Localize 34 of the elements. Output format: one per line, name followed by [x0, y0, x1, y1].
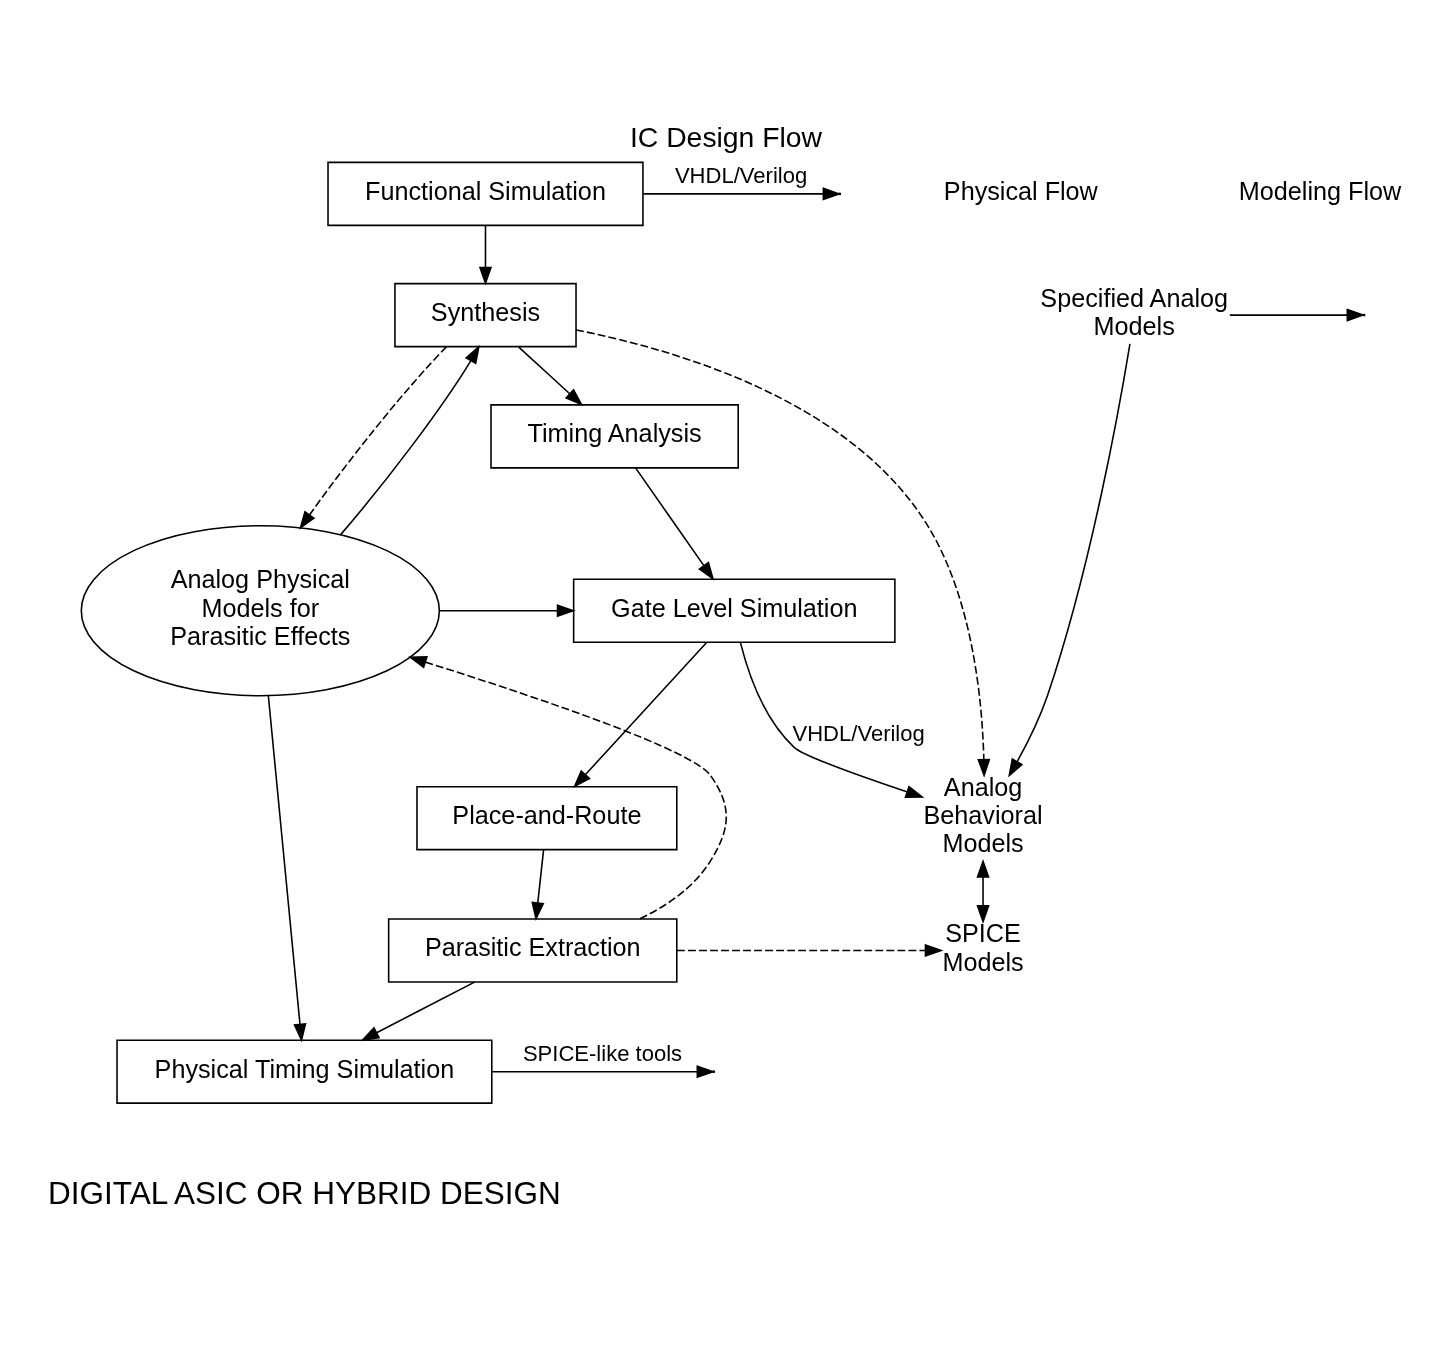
arrow	[634, 466, 715, 581]
label: Physical Flow	[943, 176, 1098, 205]
arrow	[575, 328, 991, 778]
arrow	[676, 943, 944, 957]
arrow	[573, 641, 708, 788]
node-box: Functional Simulation	[327, 161, 644, 226]
label: Modeling Flow	[1238, 176, 1402, 205]
arrow	[1008, 342, 1131, 778]
node-box: Place-and-Route	[416, 785, 678, 850]
arrow	[976, 858, 990, 924]
edge-label: SPICE-like tools	[522, 1040, 683, 1066]
edge-label: VHDL/Verilog	[792, 720, 925, 746]
node-ellipse: Analog Physical Models for Parasitic Effects	[80, 524, 441, 696]
arrow	[360, 980, 476, 1041]
arrow	[267, 694, 307, 1042]
node-box: Timing Analysis	[490, 403, 739, 469]
arrow	[517, 345, 584, 406]
arrow	[408, 655, 728, 920]
node-box: Physical Timing Simulation	[116, 1038, 493, 1104]
arrow	[339, 344, 480, 535]
arrow	[439, 603, 576, 617]
node-box: Parasitic Extraction	[387, 917, 678, 983]
diagram-title: IC Design Flow	[629, 120, 823, 153]
edge-label: VHDL/Verilog	[674, 162, 808, 188]
arrow	[478, 224, 493, 286]
node-box: Synthesis	[394, 282, 577, 347]
node-text: Analog Behavioral Models	[923, 772, 1043, 857]
node-box: Gate Level Simulation	[572, 577, 896, 643]
arrow	[531, 848, 545, 921]
arrow	[739, 641, 925, 798]
node-text: Specified Analog Models	[1040, 283, 1229, 340]
caption: DIGITAL ASIC OR HYBRID DESIGN	[48, 1174, 561, 1211]
arrow	[299, 345, 448, 530]
node-text: SPICE Models	[942, 918, 1024, 976]
